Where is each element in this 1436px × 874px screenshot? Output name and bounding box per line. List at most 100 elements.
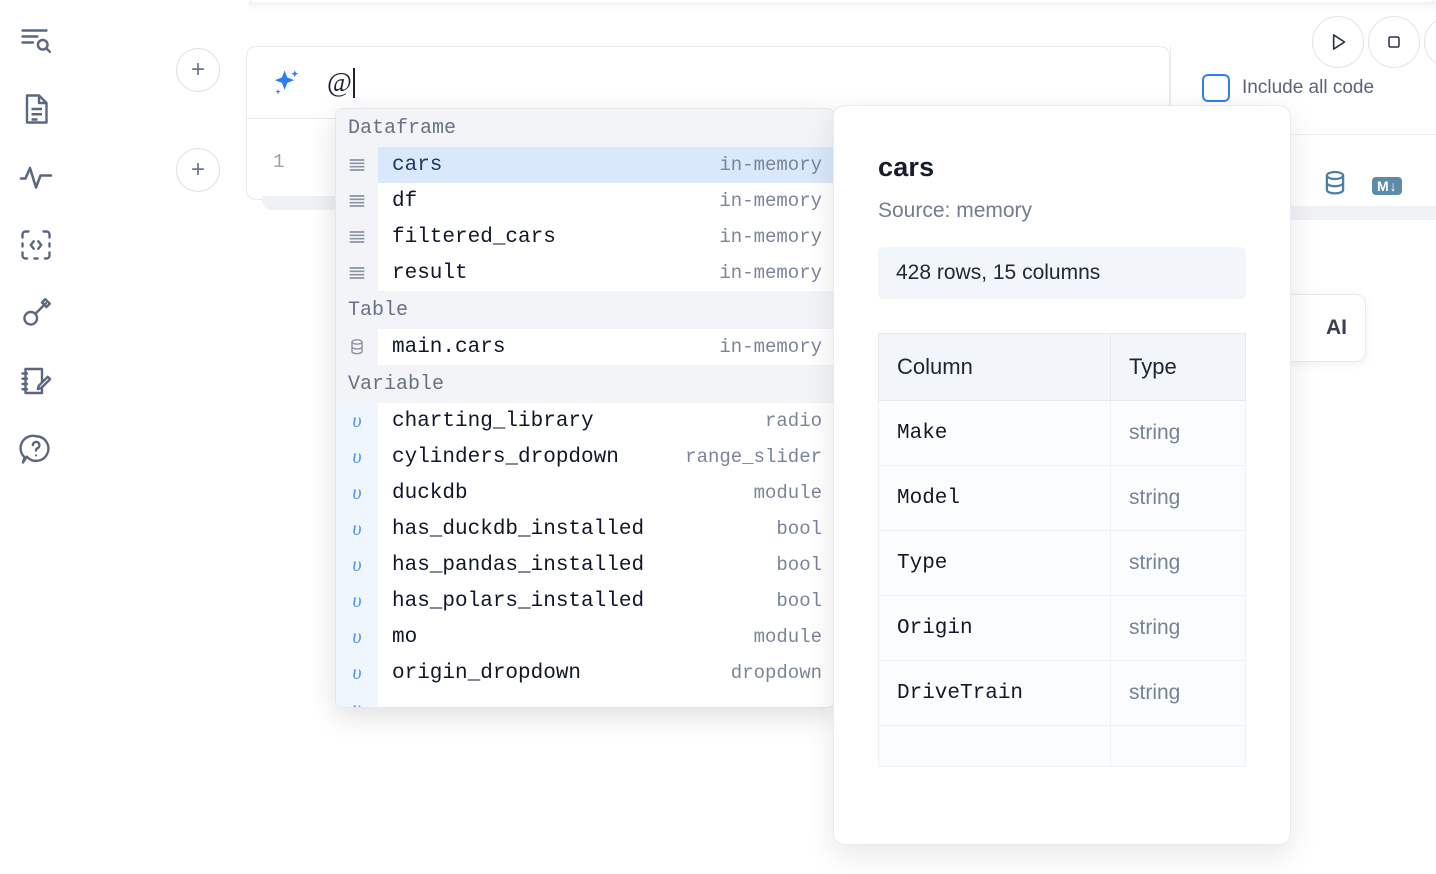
autocomplete-item-kind: in-memory [719,262,822,284]
autocomplete-group-header: Variable [336,365,834,403]
sparkle-icon [269,66,303,100]
preview-column-header: Type [1110,333,1246,401]
autocomplete-item-kind: module [753,626,822,648]
autocomplete-item-kind: in-memory [719,336,822,358]
preview-column-type: string [1110,595,1246,661]
database-icon[interactable] [1320,168,1350,203]
preview-column-type: string [1110,400,1246,466]
snippets-code-icon[interactable] [13,222,59,268]
variable-icon: υ [336,547,378,583]
autocomplete-item[interactable]: filtered_cars in-memory [336,219,834,255]
autocomplete-group-header: Dataframe [336,109,834,147]
preview-column-type: string [1110,465,1246,531]
autocomplete-item[interactable]: υ has_pandas_installed bool [336,547,834,583]
dataframe-rows-icon [336,219,378,255]
autocomplete-item-name: has_duckdb_installed [392,517,645,541]
autocomplete-item[interactable]: υ [336,691,834,707]
markdown-badge-arrow: ↓ [1389,177,1397,194]
autocomplete-item-body: has_pandas_installed bool [378,547,834,583]
variable-icon: υ [336,583,378,619]
code-line-number: 1 [273,151,285,173]
preview-column-name: DriveTrain [878,660,1111,726]
activity-icon[interactable] [13,154,59,200]
preview-column-type: string [1110,660,1246,726]
cell-right-controls [1170,46,1436,122]
autocomplete-item-name: cars [392,153,443,177]
autocomplete-group-header: Table [336,291,834,329]
autocomplete-item[interactable]: main.cars in-memory [336,329,834,365]
preview-bottom-fade [834,798,1290,844]
autocomplete-item-body: mo module [378,619,834,655]
run-button[interactable] [1312,16,1364,68]
help-chat-icon[interactable] [13,426,59,472]
outline-search-icon[interactable] [13,18,59,64]
preview-column-type [1110,725,1246,767]
autocomplete-item-name: charting_library [392,409,594,433]
preview-table-row-partial [878,725,1246,767]
autocomplete-item-kind: module [753,482,822,504]
autocomplete-item-kind: in-memory [719,226,822,248]
autocomplete-item-kind: in-memory [719,154,822,176]
sidebar-rail [0,0,72,874]
variable-icon: υ [336,619,378,655]
autocomplete-item[interactable]: result in-memory [336,255,834,291]
autocomplete-item-body [378,691,834,707]
dataframe-rows-icon [336,147,378,183]
autocomplete-item-kind: in-memory [719,190,822,212]
include-all-code-checkbox[interactable] [1202,74,1230,102]
markdown-icon[interactable]: M↓ [1372,176,1402,195]
autocomplete-item-name: has_pandas_installed [392,553,645,577]
include-all-code-control[interactable]: Include all code [1202,74,1374,102]
autocomplete-item-name: origin_dropdown [392,661,582,685]
file-text-icon[interactable] [13,86,59,132]
variable-icon: υ [336,691,378,707]
preview-source: Source: memory [878,199,1033,222]
variable-icon: υ [336,439,378,475]
autocomplete-item-kind: bool [776,518,822,540]
ai-action-label: AI [1326,316,1347,339]
autocomplete-item-kind: radio [764,410,822,432]
autocomplete-item-body: charting_library radio [378,403,834,439]
text-caret [352,67,355,98]
autocomplete-item-kind: bool [776,554,822,576]
autocomplete-item-kind: range_slider [685,446,822,468]
markdown-badge-letter: M [1377,177,1389,194]
preview-column-header: Column [878,333,1111,401]
secrets-key-icon[interactable] [13,290,59,336]
autocomplete-item-name: filtered_cars [392,225,556,249]
preview-column-name: Make [878,400,1111,466]
dataframe-rows-icon [336,183,378,219]
autocomplete-item-body: result in-memory [378,255,834,291]
add-cell-button-top[interactable]: + [176,48,220,92]
preview-column-type: string [1110,530,1246,596]
autocomplete-item[interactable]: cars in-memory [336,147,834,183]
scratchpad-edit-icon[interactable] [13,358,59,404]
autocomplete-item-body: cars in-memory [378,147,834,183]
database-icon [336,329,378,365]
autocomplete-item-name: main.cars [392,335,506,359]
ai-prompt-value: @ [327,67,352,97]
add-cell-button-bottom[interactable]: + [176,148,220,192]
stop-button[interactable] [1368,16,1420,68]
ai-prompt-input[interactable]: @ [327,63,1169,103]
autocomplete-item-name: mo [392,625,418,649]
variable-icon: υ [336,475,378,511]
autocomplete-item-body: main.cars in-memory [378,329,834,365]
autocomplete-item-name: result [392,261,468,285]
